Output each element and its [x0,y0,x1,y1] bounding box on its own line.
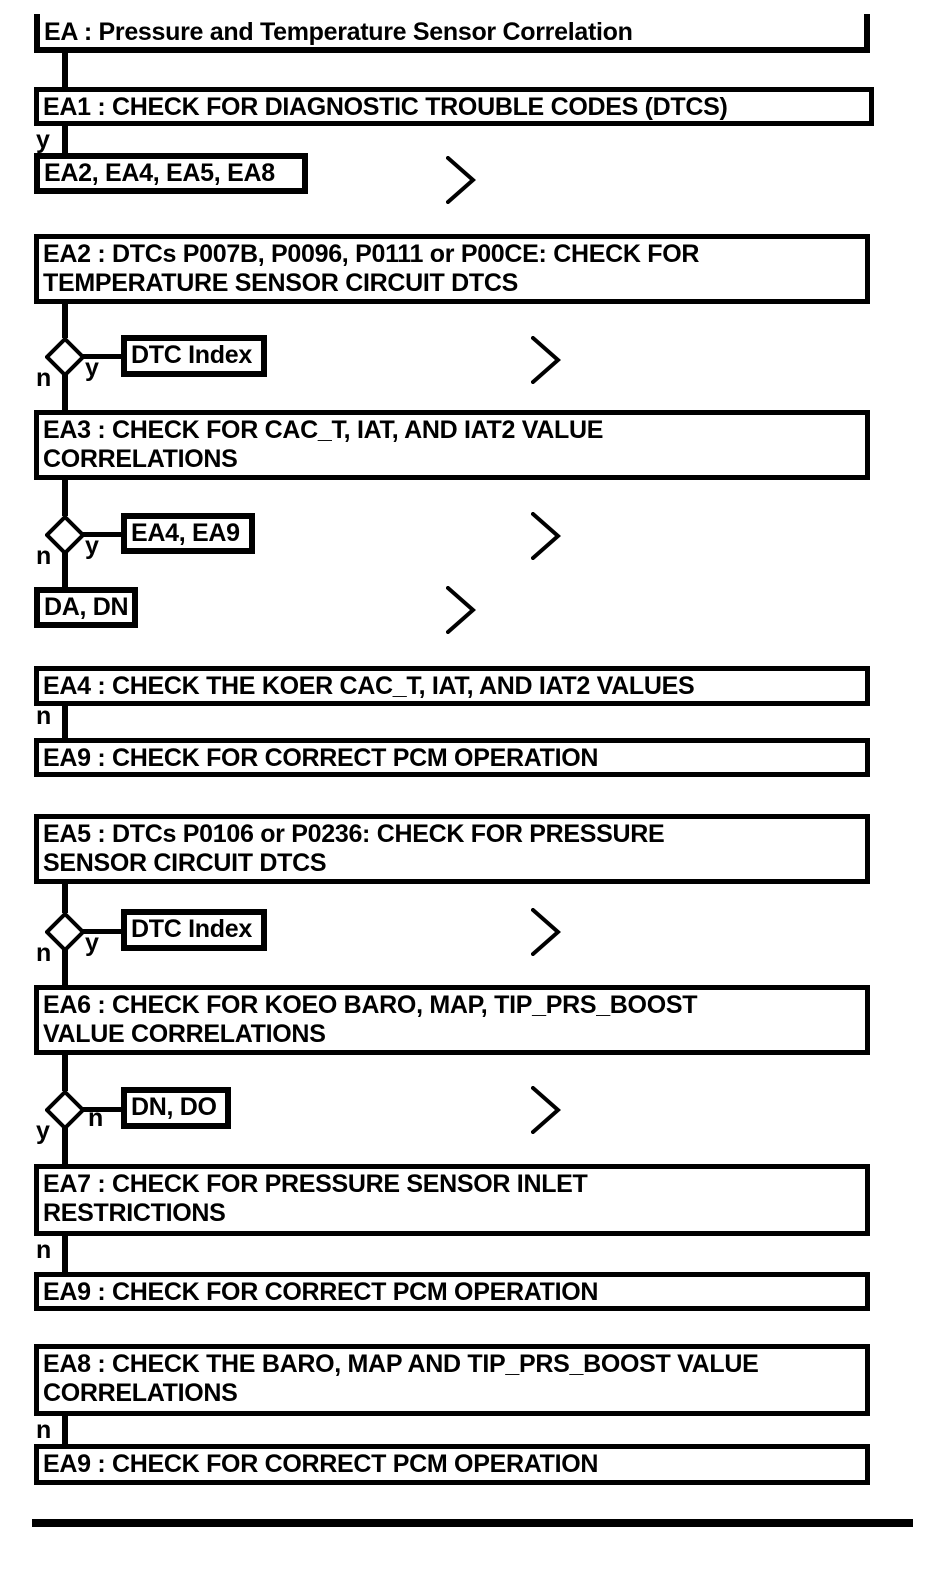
chevron-right-icon[interactable] [531,908,561,956]
link-ea2-ea4-ea5-ea8[interactable]: EA2, EA4, EA5, EA8 [34,153,308,194]
step-ea7-line2: RESTRICTIONS [43,1199,226,1227]
connector-line [62,1128,68,1165]
link-ea4-ea9-text: EA4, EA9 [131,519,240,547]
step-ea7-box: EA7 : CHECK FOR PRESSURE SENSOR INLET RE… [34,1164,870,1236]
step-ea7-line1: EA7 : CHECK FOR PRESSURE SENSOR INLET [43,1170,588,1198]
step-ea8-line1: EA8 : CHECK THE BARO, MAP AND TIP_PRS_BO… [43,1350,759,1378]
connector-line [83,1107,123,1112]
step-ea5-line2: SENSOR CIRCUIT DTCS [43,849,327,877]
connector-line [83,354,123,359]
connector-line [62,884,68,913]
link-ea2-ea4-ea5-ea8-text: EA2, EA4, EA5, EA8 [44,159,275,187]
step-ea9-box-2: EA9 : CHECK FOR CORRECT PCM OPERATION [34,1272,870,1311]
connector-line [62,950,68,985]
decision-diamond [45,1090,85,1130]
step-ea1-box: EA1 : CHECK FOR DIAGNOSTIC TROUBLE CODES… [34,87,874,126]
branch-label-no: n [36,364,52,392]
step-ea-title-box: EA : Pressure and Temperature Sensor Cor… [34,14,870,53]
step-ea9-box-1: EA9 : CHECK FOR CORRECT PCM OPERATION [34,738,870,777]
step-ea8-box: EA8 : CHECK THE BARO, MAP AND TIP_PRS_BO… [34,1344,870,1416]
chevron-right-icon[interactable] [446,586,476,634]
step-ea9-text-2: EA9 : CHECK FOR CORRECT PCM OPERATION [43,1278,599,1306]
branch-label-yes: y [36,126,50,154]
connector-line [62,53,68,88]
branch-label-yes: y [85,929,99,957]
step-ea4-box: EA4 : CHECK THE KOER CAC_T, IAT, AND IAT… [34,666,870,706]
link-dtc-index-2[interactable]: DTC Index [121,909,267,951]
branch-label-yes: y [36,1117,50,1145]
step-ea9-box-3: EA9 : CHECK FOR CORRECT PCM OPERATION [34,1444,870,1485]
link-dtc-index-1[interactable]: DTC Index [121,335,267,377]
connector-line [83,929,123,934]
step-ea3-line2: CORRELATIONS [43,445,238,473]
step-ea2-box: EA2 : DTCs P007B, P0096, P0111 or P00CE:… [34,234,870,304]
step-ea4-text: EA4 : CHECK THE KOER CAC_T, IAT, AND IAT… [43,672,695,700]
step-ea2-line2: TEMPERATURE SENSOR CIRCUIT DTCS [43,269,518,297]
step-ea6-line2: VALUE CORRELATIONS [43,1020,326,1048]
step-ea9-text-1: EA9 : CHECK FOR CORRECT PCM OPERATION [43,744,599,772]
link-da-dn-text: DA, DN [44,593,129,621]
step-ea1-text: EA1 : CHECK FOR DIAGNOSTIC TROUBLE CODES… [43,93,728,121]
chevron-right-icon[interactable] [531,1086,561,1134]
branch-label-no: n [36,1236,52,1264]
branch-label-no: n [36,1416,52,1444]
connector-line [62,1236,68,1272]
branch-label-yes: y [85,532,99,560]
branch-label-no: n [36,702,52,730]
link-da-dn[interactable]: DA, DN [34,587,138,628]
connector-line [62,1416,68,1444]
branch-label-no: n [88,1104,104,1132]
connector-line [62,480,68,516]
branch-label-yes: y [85,354,99,382]
link-ea4-ea9[interactable]: EA4, EA9 [121,513,255,554]
connector-line [62,706,68,738]
link-dtc-index-2-text: DTC Index [131,915,252,943]
step-ea5-box: EA5 : DTCs P0106 or P0236: CHECK FOR PRE… [34,814,870,884]
link-dn-do-text: DN, DO [131,1093,217,1121]
branch-label-no: n [36,542,52,570]
connector-line [62,304,68,338]
link-dn-do[interactable]: DN, DO [121,1087,231,1129]
divider-rule [32,1519,913,1527]
step-ea3-line1: EA3 : CHECK FOR CAC_T, IAT, AND IAT2 VAL… [43,416,604,444]
step-ea2-line1: EA2 : DTCs P007B, P0096, P0111 or P00CE:… [43,240,700,268]
chevron-right-icon[interactable] [446,156,476,204]
step-ea3-box: EA3 : CHECK FOR CAC_T, IAT, AND IAT2 VAL… [34,410,870,480]
connector-line [62,1055,68,1091]
connector-line [62,552,68,588]
step-ea8-line2: CORRELATIONS [43,1379,238,1407]
branch-label-no: n [36,939,52,967]
chevron-right-icon[interactable] [531,336,561,384]
step-ea6-line1: EA6 : CHECK FOR KOEO BARO, MAP, TIP_PRS_… [43,991,698,1019]
step-ea9-text-3: EA9 : CHECK FOR CORRECT PCM OPERATION [43,1450,599,1478]
connector-line [62,374,68,411]
connector-line [83,532,123,537]
step-ea5-line1: EA5 : DTCs P0106 or P0236: CHECK FOR PRE… [43,820,665,848]
chevron-right-icon[interactable] [531,512,561,560]
step-ea6-box: EA6 : CHECK FOR KOEO BARO, MAP, TIP_PRS_… [34,985,870,1055]
step-ea-title-text: EA : Pressure and Temperature Sensor Cor… [44,18,633,46]
link-dtc-index-1-text: DTC Index [131,341,252,369]
connector-line [62,126,68,154]
